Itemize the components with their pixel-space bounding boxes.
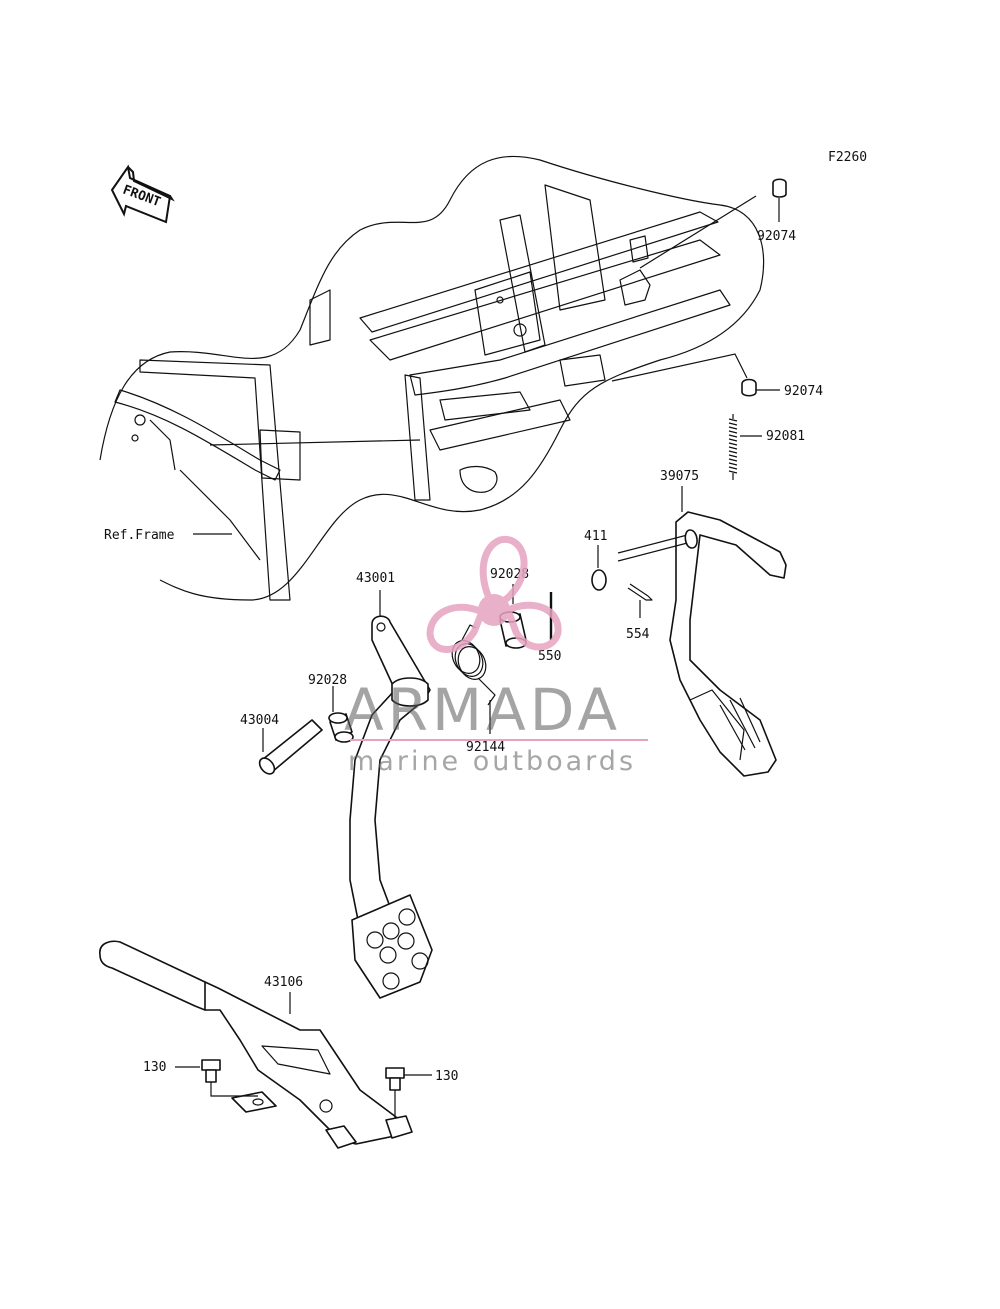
part-554-cotter-pin: 554 xyxy=(626,583,653,642)
part-92081-spring: 92081 xyxy=(728,414,805,480)
ref-frame-label: Ref.Frame xyxy=(104,528,175,543)
watermark-brand: ARMADA xyxy=(344,676,621,744)
part-411-washer: 411 xyxy=(584,529,607,591)
part-43004-shaft: 43004 xyxy=(240,713,323,775)
propeller-logo-icon xyxy=(426,535,562,653)
front-arrow-icon: FRONT xyxy=(110,164,175,224)
part-label-130-left[interactable]: 130 xyxy=(143,1060,166,1075)
reference-frame xyxy=(99,155,765,601)
part-label-411[interactable]: 411 xyxy=(584,529,607,544)
part-label-43001[interactable]: 43001 xyxy=(356,571,395,586)
part-43001-brake-pedal: 43001 xyxy=(349,571,433,999)
part-130-right-bolt: 130 xyxy=(385,1067,458,1118)
part-39075-pedal: 39075 xyxy=(617,469,787,777)
part-130-left-bolt: 130 xyxy=(143,1059,258,1097)
part-label-92074-mid[interactable]: 92074 xyxy=(784,384,823,399)
part-label-43004[interactable]: 43004 xyxy=(240,713,279,728)
part-label-43106[interactable]: 43106 xyxy=(264,975,303,990)
part-label-92081[interactable]: 92081 xyxy=(766,429,805,444)
figure-code: F2260 xyxy=(828,150,867,165)
part-label-39075[interactable]: 39075 xyxy=(660,469,699,484)
part-92028-left-bushing: 92028 xyxy=(308,673,354,743)
brake-pedal-studs xyxy=(366,908,429,990)
part-92074-mid: 92074 xyxy=(741,378,823,399)
part-label-130-right[interactable]: 130 xyxy=(435,1069,458,1084)
part-label-92028-left[interactable]: 92028 xyxy=(308,673,347,688)
part-label-92074-top[interactable]: 92074 xyxy=(757,229,796,244)
watermark-tagline: marine outboards xyxy=(348,746,636,777)
watermark: ARMADA marine outboards xyxy=(344,535,648,777)
part-92074-top: 92074 xyxy=(757,178,796,244)
frame-leaders xyxy=(193,195,757,535)
part-43106-parking-lever: 43106 xyxy=(99,940,413,1149)
part-label-92144[interactable]: 92144 xyxy=(466,740,505,755)
part-label-554[interactable]: 554 xyxy=(626,627,650,642)
part-label-550[interactable]: 550 xyxy=(538,649,561,664)
